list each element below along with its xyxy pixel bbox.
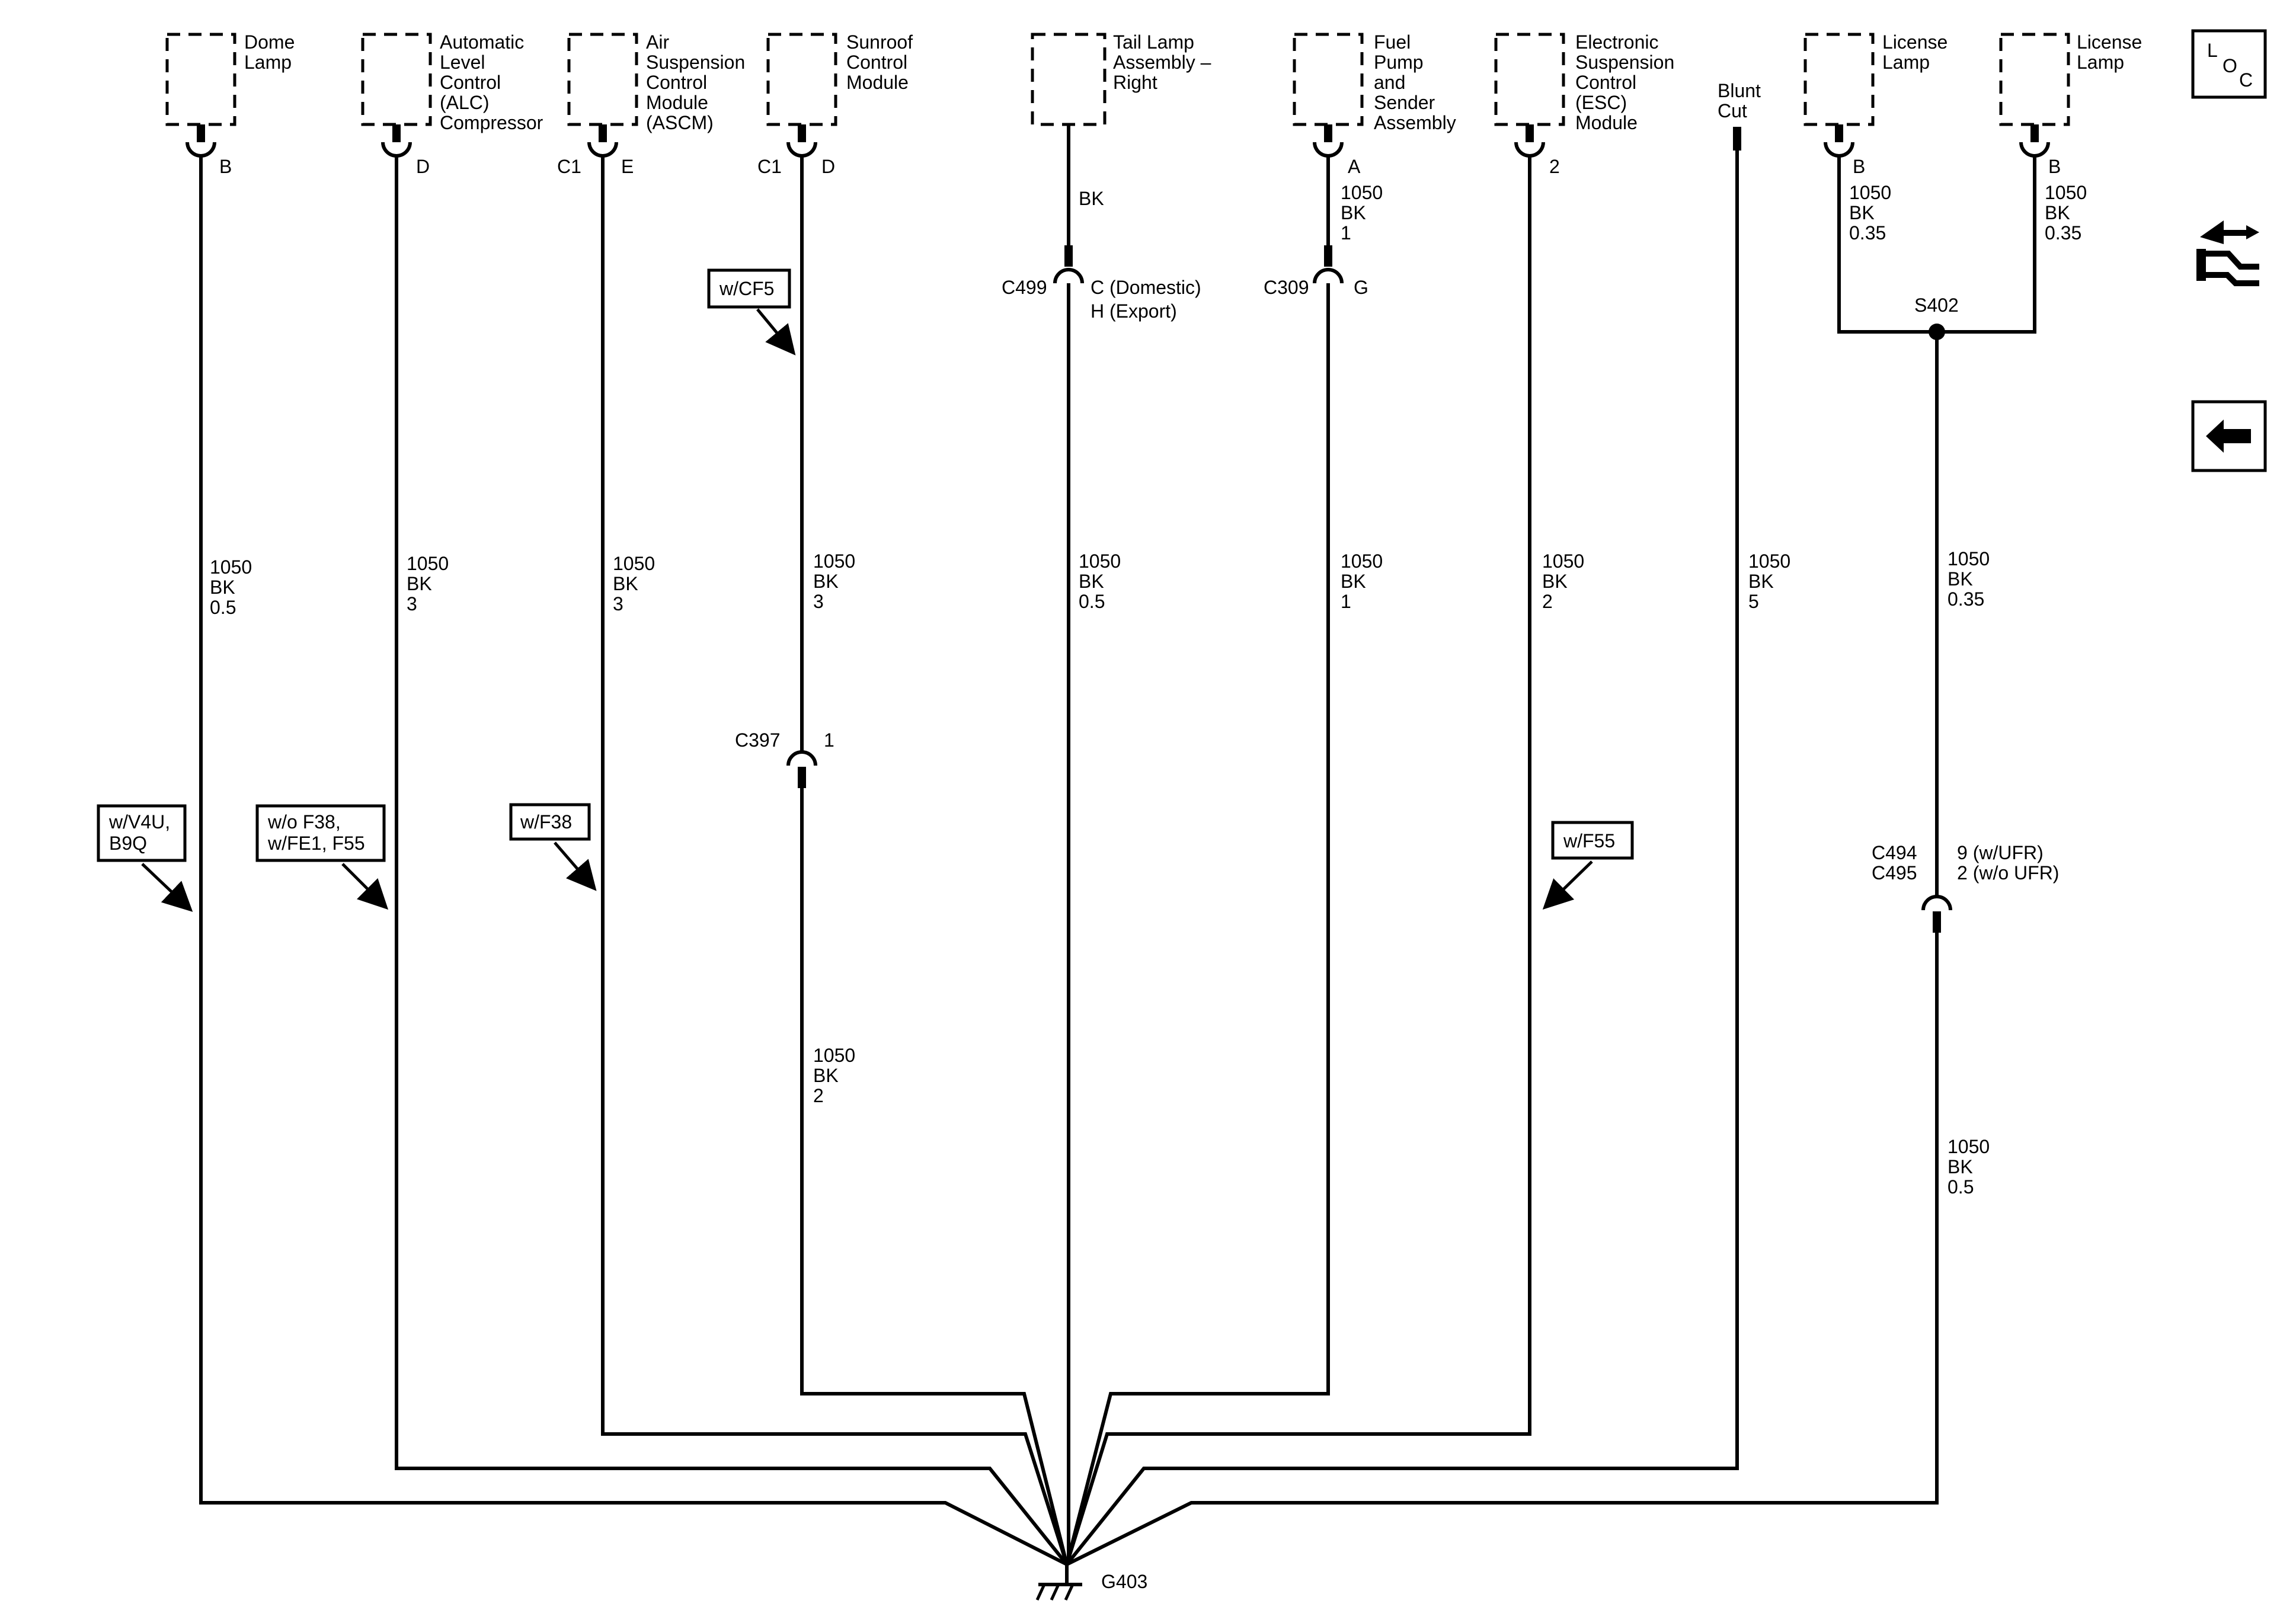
loc-letter-c: C	[2239, 69, 2253, 91]
option-callout-v4u: w/V4U,B9Q	[97, 804, 193, 912]
pin-esc: 2	[1549, 156, 1560, 177]
svg-text:w/V4U,B9Q: w/V4U,B9Q	[108, 811, 170, 854]
connector-c397: C397 1	[735, 729, 834, 788]
pin-ascm-connector: C1	[557, 156, 581, 177]
connector-c397-pin: 1	[824, 729, 834, 751]
connector-c397-name: C397	[735, 729, 781, 751]
option-callout-cf5: w/CF5	[707, 268, 796, 356]
option-callout-f38: w/F38	[509, 803, 597, 891]
pin-ascm: E	[621, 156, 634, 177]
wire-label-tail-top: BK	[1079, 188, 1104, 209]
option-callout-without-f38: w/o F38,w/FE1, F55	[255, 804, 389, 910]
svg-text:w/o F38,w/FE1, F55: w/o F38,w/FE1, F55	[267, 811, 365, 854]
back-arrow-icon	[2206, 420, 2251, 453]
ground-g403: G403	[1035, 1564, 1147, 1601]
svg-text:w/F55: w/F55	[1563, 830, 1615, 852]
splice-s402-dot	[1929, 324, 1945, 340]
svg-text:w/CF5: w/CF5	[719, 278, 774, 299]
pin-dome: B	[219, 156, 232, 177]
pin-fuel: A	[1348, 156, 1361, 177]
connector-c494-pins: 9 (w/UFR)2 (w/o UFR)	[1957, 842, 2059, 884]
connector-c309: C309 G	[1264, 245, 1368, 298]
option-callout-f55: w/F55	[1542, 821, 1634, 910]
loc-letter-o: O	[2223, 55, 2237, 76]
splice-s402-label: S402	[1914, 295, 1959, 316]
ground-g403-label: G403	[1101, 1571, 1147, 1592]
svg-text:w/F38: w/F38	[520, 811, 572, 833]
connector-c309-name: C309	[1264, 277, 1309, 298]
pin-license-2: B	[2048, 156, 2061, 177]
pin-alc: D	[416, 156, 430, 177]
pin-license-1: B	[1853, 156, 1865, 177]
loc-letter-l: L	[2207, 40, 2218, 61]
connector-c499-pins: C (Domestic)H (Export)	[1091, 277, 1201, 322]
connector-end-view-button[interactable]	[2196, 220, 2259, 286]
pin-sunroof-connector: C1	[757, 156, 782, 177]
wires	[199, 124, 2036, 1566]
loc-button[interactable]: L O C	[2191, 29, 2267, 99]
connector-c499-name: C499	[1002, 277, 1047, 298]
connector-c309-pin: G	[1354, 277, 1368, 298]
connector-c499: C499 C (Domestic)H (Export)	[1002, 245, 1201, 322]
back-button[interactable]	[2191, 400, 2267, 472]
pin-sunroof: D	[821, 156, 835, 177]
connector-end-view-icon	[2196, 220, 2259, 286]
